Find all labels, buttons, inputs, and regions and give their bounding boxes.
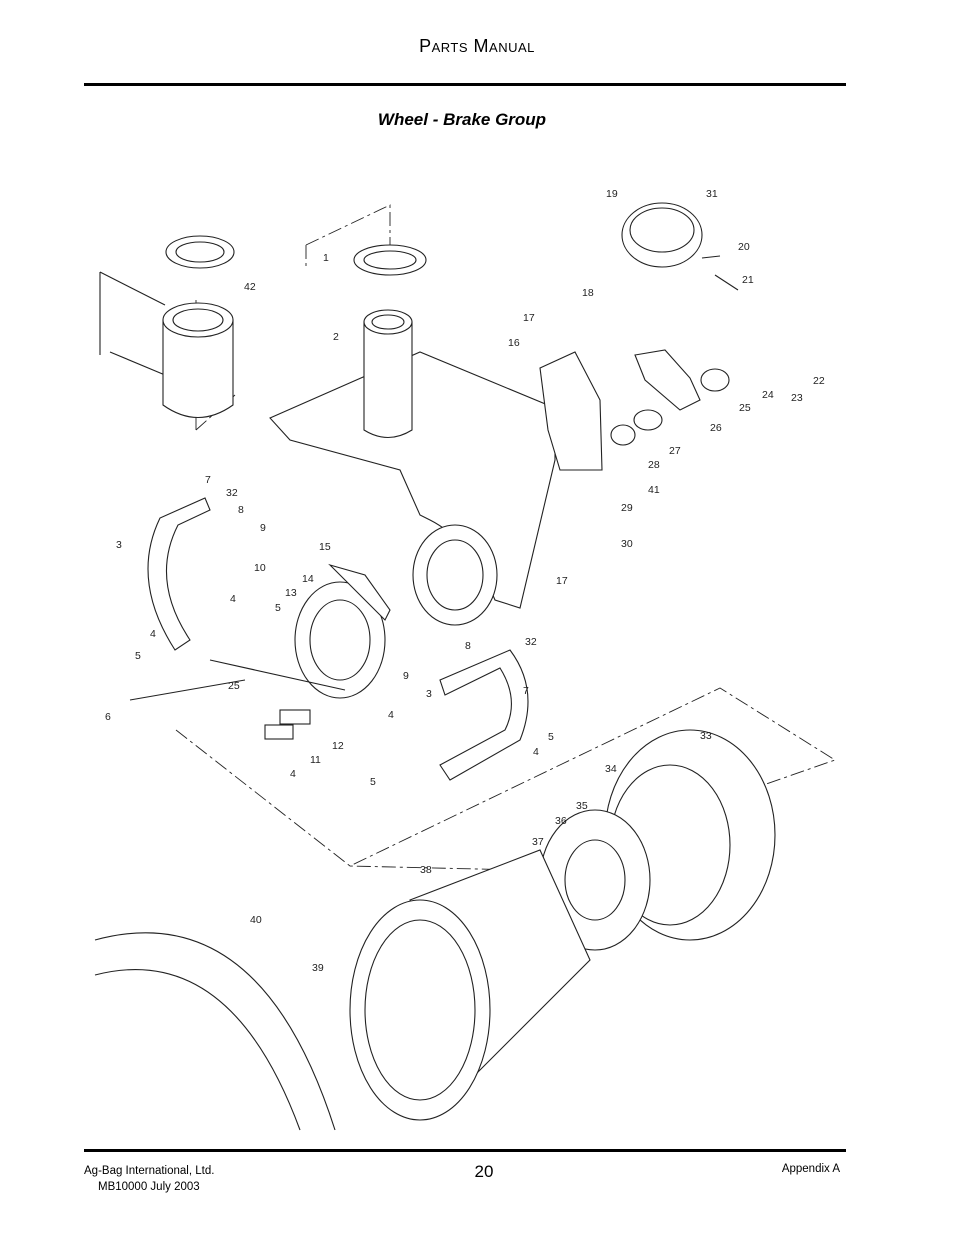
callout-17: 17 bbox=[523, 312, 535, 324]
callout-18: 18 bbox=[582, 287, 594, 299]
brake-chamber-drawing bbox=[539, 202, 739, 471]
brake-shoes-drawing bbox=[129, 497, 529, 781]
spindle-bracket-drawing bbox=[269, 244, 556, 626]
footer-company: Ag-Bag International, Ltd. bbox=[84, 1165, 215, 1177]
callout-36: 36 bbox=[555, 815, 567, 827]
section-title: Wheel - Brake Group bbox=[377, 110, 547, 129]
callout-9: 9 bbox=[403, 670, 409, 682]
callout-29: 29 bbox=[621, 502, 633, 514]
callout-32: 32 bbox=[525, 636, 537, 648]
callout-12: 12 bbox=[332, 740, 344, 752]
callout-39: 39 bbox=[312, 962, 324, 974]
header-rule bbox=[84, 83, 846, 86]
callout-4: 4 bbox=[388, 709, 394, 721]
callout-2: 2 bbox=[333, 331, 339, 343]
callout-31: 31 bbox=[706, 188, 718, 200]
callout-26: 26 bbox=[710, 422, 722, 434]
axle-group-boundary bbox=[195, 204, 391, 431]
wheel-hub-drawing bbox=[94, 729, 776, 1131]
callout-4: 4 bbox=[150, 628, 156, 640]
callout-35: 35 bbox=[576, 800, 588, 812]
axle-tube-drawing bbox=[99, 235, 235, 418]
callout-5: 5 bbox=[548, 731, 554, 743]
callout-7: 7 bbox=[523, 685, 529, 697]
callout-8: 8 bbox=[465, 640, 471, 652]
callout-5: 5 bbox=[135, 650, 141, 662]
footer-appendix: Appendix A bbox=[781, 1163, 840, 1175]
footer-rule bbox=[84, 1149, 846, 1152]
callout-34: 34 bbox=[605, 763, 617, 775]
callout-38: 38 bbox=[420, 864, 432, 876]
page-header-title: Parts Manual bbox=[419, 36, 535, 56]
footer-left: Ag-Bag International, Ltd. MB10000 July … bbox=[84, 1163, 214, 1195]
callout-5: 5 bbox=[370, 776, 376, 788]
callout-8: 8 bbox=[238, 504, 244, 516]
callout-14: 14 bbox=[302, 573, 314, 585]
callout-4: 4 bbox=[230, 593, 236, 605]
wheel-brake-exploded-diagram: 1 2 3 3 4 4 4 4 4 5 5 5 5 6 7 7 8 8 9 9 … bbox=[94, 188, 837, 1131]
callout-4: 4 bbox=[533, 746, 539, 758]
callout-42: 42 bbox=[244, 281, 256, 293]
callout-11: 11 bbox=[310, 754, 321, 766]
footer-manual-id: MB10000 July 2003 bbox=[98, 1181, 200, 1193]
callout-16: 16 bbox=[508, 337, 520, 349]
callout-37: 37 bbox=[532, 836, 544, 848]
callout-22: 22 bbox=[813, 375, 825, 387]
callout-28: 28 bbox=[648, 459, 660, 471]
callout-25: 25 bbox=[739, 402, 751, 414]
callout-27: 27 bbox=[669, 445, 681, 457]
callout-3: 3 bbox=[116, 539, 122, 551]
callout-40: 40 bbox=[250, 914, 262, 926]
callout-9: 9 bbox=[260, 522, 266, 534]
callout-32: 32 bbox=[226, 487, 238, 499]
callout-15: 15 bbox=[319, 541, 331, 553]
callout-21: 21 bbox=[742, 274, 754, 286]
callout-13: 13 bbox=[285, 587, 297, 599]
callout-7: 7 bbox=[205, 474, 211, 486]
callout-20: 20 bbox=[738, 241, 750, 253]
callout-10: 10 bbox=[254, 562, 266, 574]
part-callouts: 1 2 3 3 4 4 4 4 4 5 5 5 5 6 7 7 8 8 9 9 … bbox=[105, 188, 825, 974]
callout-19: 19 bbox=[606, 188, 618, 200]
callout-33: 33 bbox=[700, 730, 712, 742]
callout-30: 30 bbox=[621, 538, 633, 550]
callout-5: 5 bbox=[275, 602, 281, 614]
page-number: 20 bbox=[474, 1162, 494, 1181]
callout-24: 24 bbox=[762, 389, 774, 401]
callout-25: 25 bbox=[228, 680, 240, 692]
callout-6: 6 bbox=[105, 711, 111, 723]
callout-4: 4 bbox=[290, 768, 296, 780]
callout-3: 3 bbox=[426, 688, 432, 700]
callout-23: 23 bbox=[791, 392, 803, 404]
callout-17: 17 bbox=[556, 575, 568, 587]
callout-41: 41 bbox=[648, 484, 660, 496]
callout-1: 1 bbox=[323, 252, 329, 264]
